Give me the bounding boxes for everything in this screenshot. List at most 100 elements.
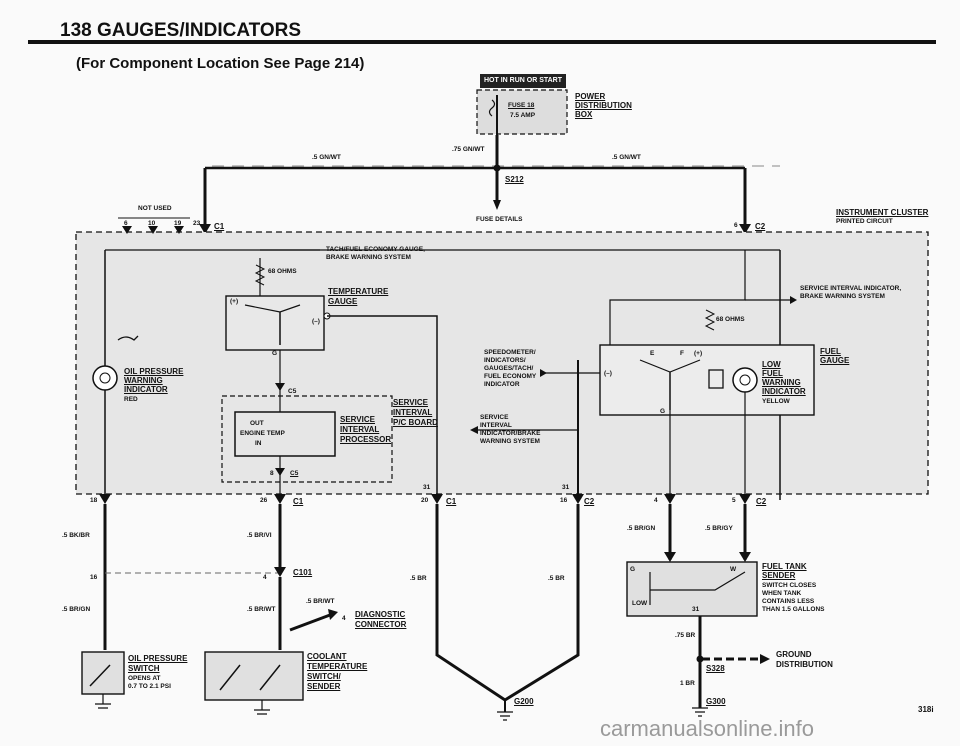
page-title: 138 GAUGES/INDICATORS <box>60 20 302 41</box>
sip-a3: PROCESSOR <box>340 435 392 444</box>
service-right-2: BRAKE WARNING SYSTEM <box>800 293 885 300</box>
watermark: carmanualsonline.info <box>600 716 815 741</box>
connector-c2c: C2 <box>756 497 767 506</box>
ground-g200-wires <box>435 504 580 702</box>
connector-c1-bottom: C1 <box>293 497 304 506</box>
speedo-4: FUEL ECONOMY <box>484 373 537 380</box>
sip-a2: INTERVAL <box>340 425 380 434</box>
sip-in: IN <box>255 440 262 447</box>
pin-5: 5 <box>732 497 736 504</box>
wire-br-wt: .5 BR/WT <box>247 606 276 613</box>
pin-16: 16 <box>560 497 568 504</box>
speedo-5: INDICATOR <box>484 381 520 388</box>
ground-g200: G200 <box>514 697 534 706</box>
fuel-gauge-2: GAUGE <box>820 356 850 365</box>
oil-switch-1: OIL PRESSURE <box>128 654 188 663</box>
ground-dist-1: GROUND <box>776 650 812 659</box>
coolant-4: SENDER <box>307 682 341 691</box>
wire-br-gy: .5 BR/GY <box>705 525 733 532</box>
coolant-3: SWITCH/ <box>307 672 341 681</box>
resistor-68-left <box>254 264 266 286</box>
power-distribution-box <box>476 89 568 135</box>
connector-c2b: C2 <box>584 497 595 506</box>
fuel-tank-sender-box <box>626 561 758 617</box>
diag-2: CONNECTOR <box>355 620 407 629</box>
page-subtitle: (For Component Location See Page 214) <box>76 55 365 72</box>
wire-br-gn-r: .5 BR/GN <box>627 525 656 532</box>
splice-s212: S212 <box>505 175 524 184</box>
temperature-gauge-box <box>225 295 325 351</box>
fuel-e: E <box>650 350 655 357</box>
sip-b1: SERVICE <box>393 398 428 407</box>
oil-switch-4: 0.7 TO 2.1 PSI <box>128 683 171 690</box>
temp-g: G <box>272 350 278 357</box>
sender-3: SWITCH CLOSES <box>762 582 817 589</box>
fuse-amp: 7.5 AMP <box>510 112 536 119</box>
oil-ind-4: RED <box>124 396 138 403</box>
header-rule <box>28 40 936 44</box>
tach-line-2: BRAKE WARNING SYSTEM <box>326 254 411 261</box>
fuel-gauge-1: FUEL <box>820 347 841 356</box>
pin-31c: 31 <box>692 606 700 613</box>
pin-20: 20 <box>421 497 429 504</box>
low-fuel-5: YELLOW <box>762 398 790 405</box>
pin-31a: 31 <box>423 484 431 491</box>
wire-5-gnwt-right: .5 GN/WT <box>612 154 641 161</box>
low-fuel-4: INDICATOR <box>762 387 806 396</box>
wire-br-1: 1 BR <box>680 680 695 687</box>
sip-a1: SERVICE <box>340 415 375 424</box>
sender-5: CONTAINS LESS <box>762 598 815 605</box>
wire-5-gnwt-left: .5 GN/WT <box>312 154 341 161</box>
oil-ind-1: OIL PRESSURE <box>124 367 184 376</box>
wire-br-75: .75 BR <box>675 632 696 639</box>
splice-s328: S328 <box>706 664 725 673</box>
low-fuel-2: FUEL <box>762 369 783 378</box>
sip-out: OUT <box>250 420 264 427</box>
tach-line-1: TACH/FUEL ECONOMY GAUGE, <box>326 246 425 253</box>
oil-switch-3: OPENS AT <box>128 675 161 682</box>
page-number: 318i <box>918 705 934 714</box>
connector-c1c: C1 <box>446 497 457 506</box>
fuel-plus: (+) <box>694 350 703 357</box>
pin-26: 26 <box>260 497 268 504</box>
temp-gauge-line-2: GAUGE <box>328 297 358 306</box>
hot-label: HOT IN RUN OR START <box>480 74 566 88</box>
coolant-1: COOLANT <box>307 652 347 661</box>
fuse-details: FUSE DETAILS <box>476 216 523 223</box>
diag-1: DIAGNOSTIC <box>355 610 406 619</box>
sender-4: WHEN TANK <box>762 590 802 597</box>
power-box-title-2: DISTRIBUTION <box>575 101 632 110</box>
pin-18: 18 <box>90 497 98 504</box>
service-interval-processor <box>234 411 336 457</box>
fuel-pump-icon <box>708 369 724 389</box>
fuel-gauge-box <box>599 344 815 416</box>
connector-c2-top: C2 <box>755 222 766 231</box>
coolant-switch-box <box>204 651 304 701</box>
service-right-ohms: 68 OHMS <box>716 316 745 323</box>
splice-s328-dot <box>696 655 704 663</box>
fuse-label: FUSE 18 <box>508 102 535 109</box>
service-net-1: SERVICE <box>480 414 509 421</box>
tach-ohms: 68 OHMS <box>268 268 297 275</box>
ground-g300-symbol <box>692 707 708 717</box>
service-right-1: SERVICE INTERVAL INDICATOR, <box>800 285 902 292</box>
pin-6: 6 <box>734 222 738 229</box>
low-fuel-1: LOW <box>762 360 781 369</box>
low-fuel-3: WARNING <box>762 378 801 387</box>
ground-g300: G300 <box>706 697 726 706</box>
service-net-4: WARNING SYSTEM <box>480 438 540 445</box>
wire-br-vi: .5 BR/VI <box>247 532 272 539</box>
pin-4b: 4 <box>263 574 267 581</box>
connector-c1-top: C1 <box>214 222 225 231</box>
speedo-1: SPEEDOMETER/ <box>484 349 536 356</box>
pin-16b: 16 <box>90 574 98 581</box>
pin-31b: 31 <box>562 484 570 491</box>
wire-br-gn: .5 BR/GN <box>62 606 91 613</box>
service-net-2: INTERVAL <box>480 422 512 429</box>
sip-b2: INTERVAL <box>393 408 433 417</box>
pin-c1-1: 10 <box>148 220 156 227</box>
oil-ind-2: WARNING <box>124 376 163 385</box>
sender-6: THAN 1.5 GALLONS <box>762 606 825 613</box>
sender-low: LOW <box>632 600 648 607</box>
